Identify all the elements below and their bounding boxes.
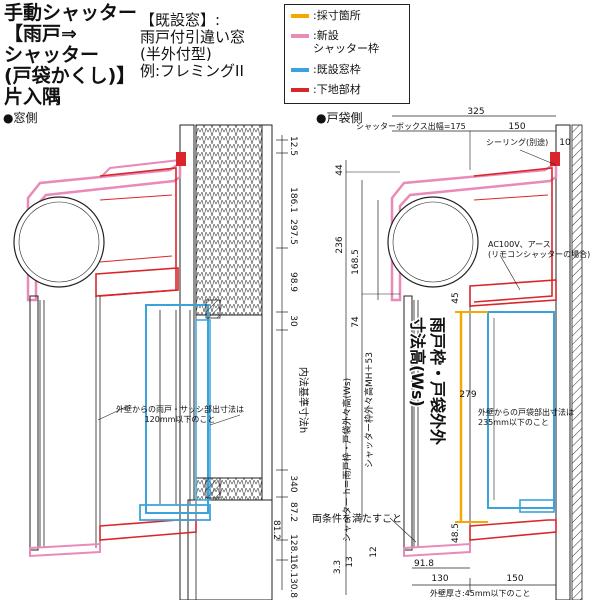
box-label: シャッターボックス出幅=175: [356, 121, 466, 131]
dim-label: 13: [345, 556, 355, 567]
right-notes: シャッターボックス出幅=175 シーリング(別途) AC100V、アース(リモコ…: [356, 121, 590, 598]
dim-label: 186.1: [288, 187, 298, 213]
dim-label: 168.5: [351, 249, 361, 275]
vertical-label: シャッター h＝雨戸枠・戸袋外々高(Ws): [341, 378, 353, 542]
swatch-icon: [291, 88, 309, 92]
legend-item: :採寸箇所: [291, 9, 361, 22]
dim-label: 87.2: [288, 502, 298, 522]
dim-label: 30: [288, 315, 298, 327]
title-line: 片入隅: [4, 86, 62, 108]
title-line: (戸袋かくし)】: [4, 65, 136, 87]
subtitle-line: 【既設窓】:: [140, 11, 221, 29]
measure-label-group: 雨戸枠・戸袋外外寸法高(Ws): [407, 316, 449, 447]
legend-label: :既設窓枠: [313, 63, 361, 76]
dim-label: 12: [369, 546, 379, 557]
dim-label: 325: [467, 107, 484, 117]
dim-label: 16.1: [288, 558, 298, 578]
right-vertical-labels: シャッター枠外々高MH＋53 シャッター h＝雨戸枠・戸袋外々高(Ws): [341, 352, 375, 542]
left-view: [13, 124, 288, 600]
subtitle-line: 雨戸付引違い窓: [140, 28, 246, 46]
dim-label: 74: [351, 316, 361, 328]
dim-label: 3.3: [333, 560, 343, 574]
dim-label: 279: [459, 390, 476, 400]
left-dimensions: 12.5 186.1 297.5 98.9 30 340 87.2 128.1 …: [271, 136, 310, 598]
measure-label: 雨戸枠・戸袋外外寸法高(Ws): [408, 317, 447, 445]
swatch-icon: [291, 34, 309, 38]
bottom-label: 外壁厚さ:45mm以下のこと: [430, 588, 530, 598]
dim-label: 98.9: [288, 272, 298, 292]
right-view-header: ●戸袋側: [316, 111, 363, 125]
dim-label: 48.5: [451, 523, 461, 543]
dim-label: 297.5: [288, 219, 298, 245]
legend-label: :下地部材: [313, 83, 361, 96]
vertical-label: シャッター枠外々高MH＋53: [363, 352, 375, 468]
sealing-label: シーリング(別途): [486, 137, 548, 147]
subtitle-line: 例:フレミングII: [140, 62, 244, 80]
legend: :採寸箇所 :新設 シャッター枠 :既設窓枠 :下地部材: [284, 4, 410, 104]
dim-label: 236: [335, 236, 345, 253]
left-view-header: ●窓側: [3, 111, 38, 125]
dim-label: 10: [559, 138, 571, 148]
dim-label: 45: [451, 292, 461, 303]
right-view: [345, 115, 583, 600]
dim-label: 130: [431, 574, 448, 584]
dim-label: 12.5: [288, 136, 298, 156]
title-line: 手動シャッター: [4, 2, 138, 24]
swatch-icon: [291, 68, 309, 72]
title-block: 手動シャッター 【雨戸⇒ シャッター (戸袋かくし)】 片入隅: [4, 3, 137, 108]
dim-label: 30.8: [288, 578, 298, 598]
dim-label: 91.8: [414, 559, 434, 569]
swatch-icon: [291, 14, 309, 18]
legend-item: :既設窓枠: [291, 63, 361, 76]
dim-label: 128.1: [288, 534, 298, 560]
subtitle-line: (半外付型): [140, 45, 212, 63]
title-line: シャッター: [4, 44, 100, 66]
subtitle-block: 【既設窓】: 雨戸付引違い窓 (半外付型) 例:フレミングII: [140, 12, 245, 80]
legend-label: :新設 シャッター枠: [313, 29, 379, 55]
condition-label: 両条件を満たすこと: [312, 512, 402, 525]
title-line: 【雨戸⇒: [4, 23, 77, 45]
dim-label: 150: [508, 122, 525, 132]
right-dimensions: 325 150 10 44 236 168.5 74 45 279 48.5 9…: [333, 107, 571, 584]
dim-label: 81.2: [271, 520, 281, 540]
vertical-label: 内法基準寸法h: [297, 367, 310, 433]
legend-label: :採寸箇所: [313, 9, 361, 22]
dim-label: 340: [288, 475, 298, 492]
legend-item: :下地部材: [291, 83, 361, 96]
legend-item: :新設 シャッター枠: [291, 29, 379, 55]
ac-note: AC100V、アース(リモコンシャッターの場合): [488, 240, 590, 259]
dim-label: 150: [506, 574, 523, 584]
dim-label: 44: [335, 164, 345, 176]
